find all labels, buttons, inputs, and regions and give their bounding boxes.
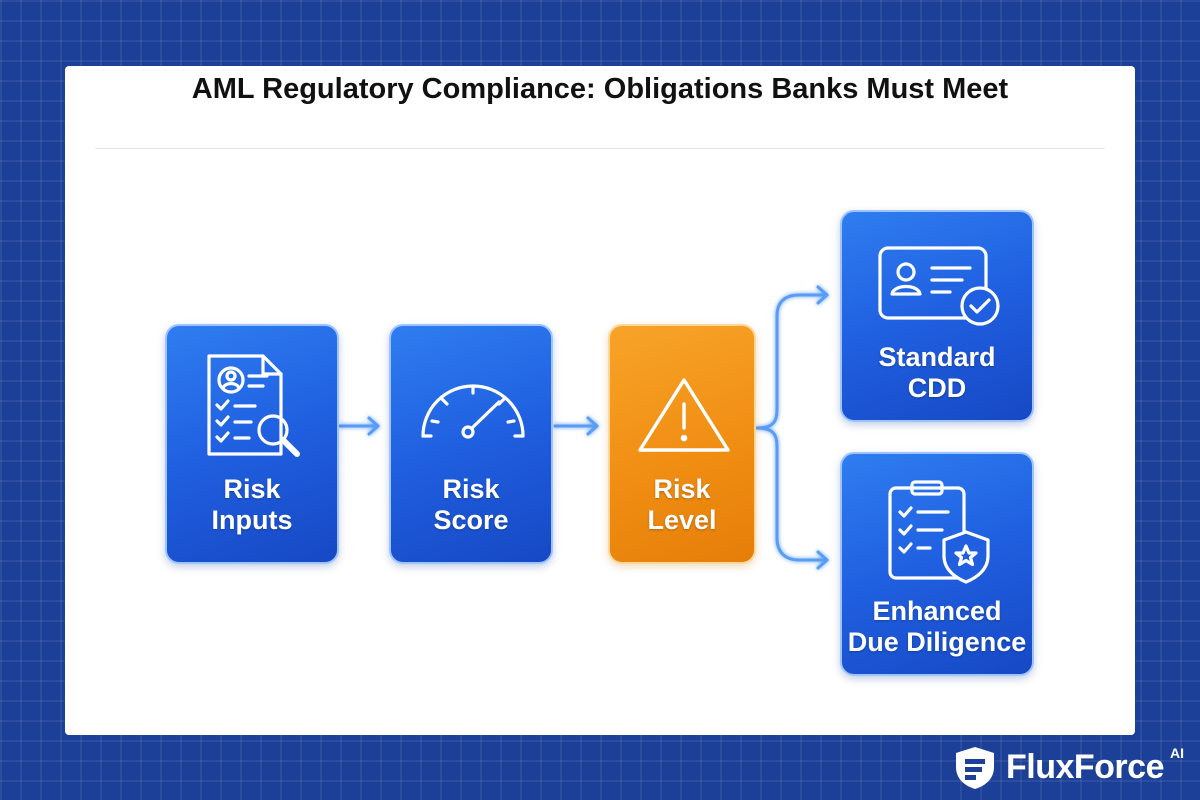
node-label: Enhanced Due Diligence — [842, 596, 1032, 658]
flow-arrows — [338, 285, 829, 570]
label-line-1: Risk — [442, 474, 500, 504]
node-label: Risk Level — [610, 474, 754, 536]
page-title: AML Regulatory Compliance: Obligations B… — [191, 73, 1009, 105]
arrow-level-to-standard-cdd — [755, 285, 829, 430]
label-line-2: Inputs — [211, 505, 293, 535]
node-label: Risk Score — [391, 474, 551, 536]
brand-name: FluxForce — [1006, 748, 1164, 786]
document-search-icon — [207, 354, 300, 457]
clipboard-shield-icon — [888, 480, 990, 584]
label-line-1: Risk — [653, 474, 711, 504]
arrow-score-to-level — [553, 416, 599, 436]
node-enhanced-due-diligence: Enhanced Due Diligence — [840, 452, 1034, 676]
brand-logo: FluxForce AI — [952, 743, 1192, 791]
diagram-card: AML Regulatory Compliance: Obligations B… — [65, 66, 1135, 735]
label-line-1: Standard — [878, 342, 996, 372]
node-risk-score: Risk Score — [389, 324, 553, 564]
gauge-icon — [421, 384, 525, 439]
label-line-1: Risk — [223, 474, 281, 504]
label-line-2: Due Diligence — [847, 627, 1027, 657]
node-standard-cdd: Standard CDD — [840, 210, 1034, 422]
label-line-2: Level — [647, 505, 717, 535]
id-card-check-icon — [878, 246, 1000, 326]
shield-logo-icon — [956, 747, 994, 789]
label-line-2: Score — [433, 505, 509, 535]
node-risk-inputs: Risk Inputs — [165, 324, 339, 564]
label-line-2: CDD — [907, 373, 967, 403]
label-line-1: Enhanced — [872, 596, 1002, 626]
arrow-level-to-enhanced-dd — [755, 426, 829, 570]
title-divider — [95, 148, 1105, 149]
node-risk-level: Risk Level — [608, 324, 756, 564]
node-label: Risk Inputs — [167, 474, 337, 536]
node-label: Standard CDD — [842, 342, 1032, 404]
arrow-inputs-to-score — [338, 416, 380, 436]
warning-icon — [638, 378, 730, 452]
brand-superscript: AI — [1170, 745, 1184, 761]
